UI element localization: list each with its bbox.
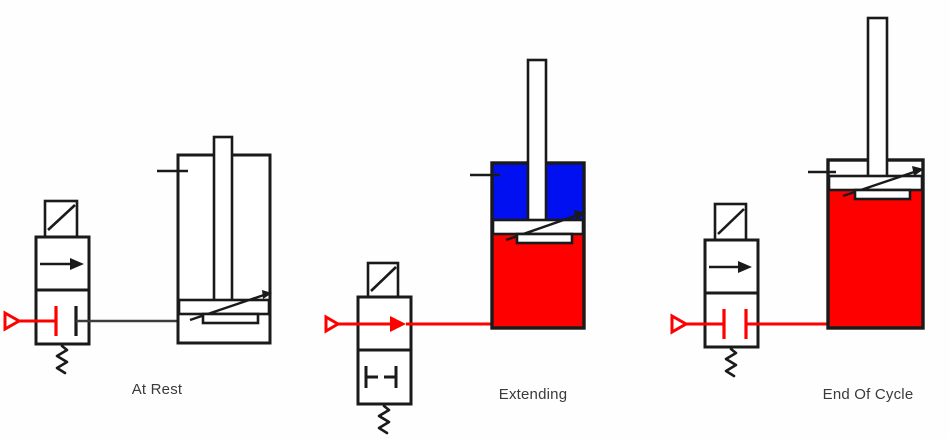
valve-at-rest[interactable] (3, 199, 91, 375)
panel-extending (324, 58, 586, 435)
solenoid-coil-icon (713, 202, 748, 242)
spring-return-icon (724, 347, 738, 378)
piston-rod (212, 135, 234, 311)
valve-box-blocked-position (34, 288, 91, 346)
piston-band (827, 174, 924, 192)
pressure-supply-port (670, 313, 724, 335)
cylinder-end-of-cycle (808, 16, 925, 330)
spring-return-icon (377, 404, 391, 435)
piston-band (491, 218, 585, 236)
solenoid-coil-icon (366, 261, 400, 299)
panel-end-of-cycle (670, 16, 925, 378)
spring-return-icon (55, 344, 69, 375)
cap-end-chamber-fill (828, 185, 923, 328)
pressure-source-triangle-icon (670, 313, 690, 335)
piston-seal-block (853, 188, 912, 201)
pressure-supply-port (324, 314, 360, 334)
magnetic-piston-arrowhead (574, 210, 586, 220)
piston-assembly (491, 210, 586, 245)
state-label-extending: Extending (498, 386, 568, 403)
panel-at-rest (3, 135, 272, 375)
cap-end-chamber-fill (492, 228, 584, 328)
state-label-at-rest: At Rest (131, 381, 183, 398)
piston-seal-block (515, 232, 574, 245)
solenoid-coil-icon (43, 199, 79, 239)
piston-band (177, 298, 271, 316)
state-label-end-of-cycle: End Of Cycle (822, 386, 914, 403)
piston-rod (866, 16, 889, 185)
valve-end-of-cycle[interactable] (670, 202, 760, 378)
flow-arrow-icon (360, 316, 406, 332)
valve-extending[interactable] (324, 261, 413, 435)
piston-rod (526, 58, 548, 227)
blocked-port-right-icon (384, 366, 398, 388)
blocked-port-left-icon (364, 366, 378, 388)
cylinder-extending (470, 58, 586, 330)
piston-assembly (177, 290, 272, 325)
pressure-source-triangle-icon (3, 310, 23, 332)
cylinder-at-rest (157, 135, 272, 345)
pressure-source-triangle-icon (324, 314, 341, 334)
magnetic-piston-arrowhead (262, 290, 272, 299)
pressure-supply-port (3, 310, 56, 332)
piston-assembly (827, 166, 924, 201)
flow-arrow-icon (709, 261, 752, 273)
flow-arrow-icon (40, 258, 84, 270)
magnetic-piston-arrowhead (912, 166, 924, 176)
piston-seal-block (201, 312, 260, 325)
valve-box-blocked-position (703, 291, 760, 349)
